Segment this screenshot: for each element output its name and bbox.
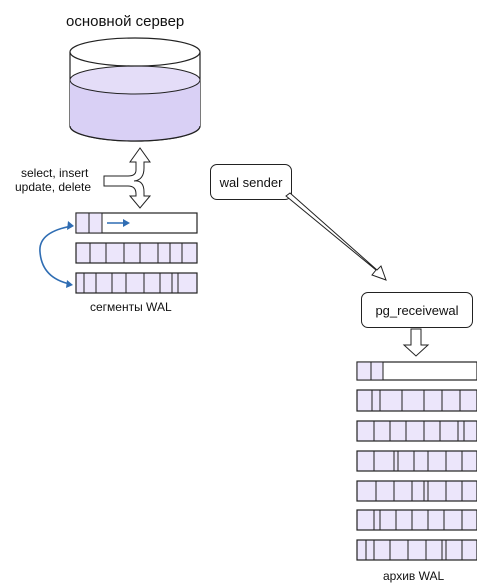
archive-segment-6: [356, 509, 477, 531]
curved-arrow-icon: [39, 221, 74, 288]
archive-segment-3: [356, 420, 477, 442]
archive-segment-5: [356, 480, 477, 502]
wal-archive-label: архив WAL: [383, 569, 445, 583]
wal-segment-full-1: [75, 242, 198, 264]
pg-receivewal-box: pg_receivewal: [361, 292, 473, 328]
archive-segment-4: [356, 450, 477, 472]
archive-segment-2: [356, 389, 477, 412]
wal-segment-current: [75, 212, 198, 234]
server-title: основной сервер: [66, 13, 185, 30]
wal-segment-full-2: [75, 272, 198, 294]
ops-line-1: select, insert: [21, 166, 89, 180]
replication-arrow-icon: [285, 192, 387, 281]
wal-segments-label: сегменты WAL: [90, 300, 172, 314]
pg-receivewal-label: pg_receivewal: [375, 302, 459, 318]
archive-segment-7: [356, 539, 477, 561]
double-arrow-icon: [103, 147, 152, 209]
archive-segment-1: [356, 361, 477, 381]
database-icon: [69, 37, 201, 142]
ops-line-2: update, delete: [15, 180, 92, 194]
wal-sender-label: wal sender: [219, 174, 283, 190]
wal-sender-box: wal sender: [210, 164, 292, 200]
down-arrow-icon: [402, 328, 430, 357]
